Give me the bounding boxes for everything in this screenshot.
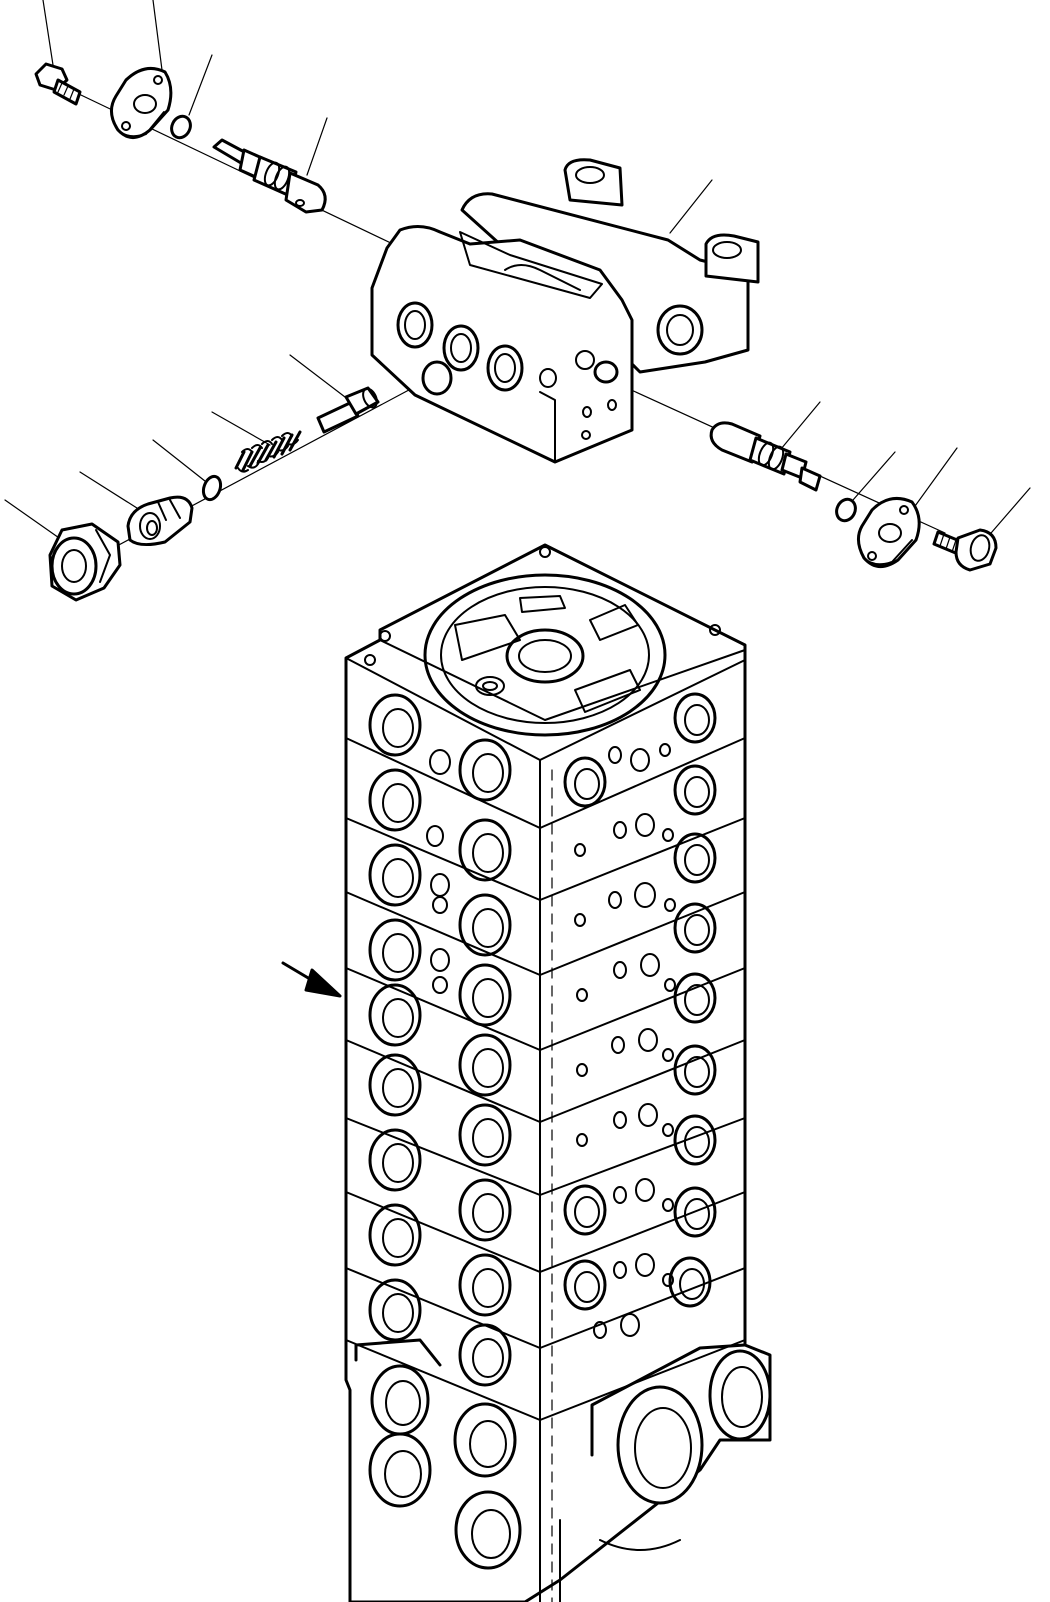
- leader-line-spring: [211, 411, 271, 446]
- cap-screw-top-left: [34, 62, 82, 106]
- plug-nut: [48, 522, 122, 602]
- leader-line-poppet: [289, 354, 346, 398]
- leader-line-housing: [669, 179, 713, 234]
- valve-block-housing: [370, 158, 760, 464]
- spool-shaft-right: [709, 421, 822, 492]
- leader-line-oring-mid: [152, 439, 211, 486]
- leader-line-flange-right: [909, 447, 958, 514]
- leader-line-spool-top: [306, 117, 328, 176]
- left-face-ports: [368, 693, 432, 1508]
- bottom-end-section: [354, 1338, 772, 1602]
- control-valve-stack: [344, 543, 772, 1602]
- view-arrow: [281, 961, 342, 998]
- leader-line-nut: [4, 499, 63, 541]
- spool-shaft-top-left: [212, 138, 327, 214]
- leader-line-seat: [79, 471, 149, 516]
- center-face-ports: [453, 738, 522, 1570]
- leader-line-cap-screw-top: [42, 0, 54, 66]
- inter-port-passages: [426, 749, 451, 994]
- flange-plate-top-left: [110, 66, 173, 139]
- compression-spring: [234, 430, 302, 473]
- leader-line-flange-top: [152, 0, 163, 71]
- o-ring-right: [835, 497, 857, 523]
- flange-plate-right: [857, 496, 921, 568]
- poppet-seat: [126, 495, 194, 547]
- leader-line-oring-top: [188, 54, 213, 116]
- leader-line-cap-screw-right: [984, 487, 1031, 541]
- o-ring-top-left: [170, 114, 192, 140]
- right-face-ports: [563, 692, 717, 1339]
- leader-lines: [4, 0, 1031, 541]
- cap-screw-right: [932, 528, 998, 572]
- o-ring-middle: [201, 474, 223, 502]
- check-poppet: [316, 386, 380, 434]
- leader-line-spool-right: [775, 401, 821, 456]
- leader-line-oring-right: [852, 451, 896, 501]
